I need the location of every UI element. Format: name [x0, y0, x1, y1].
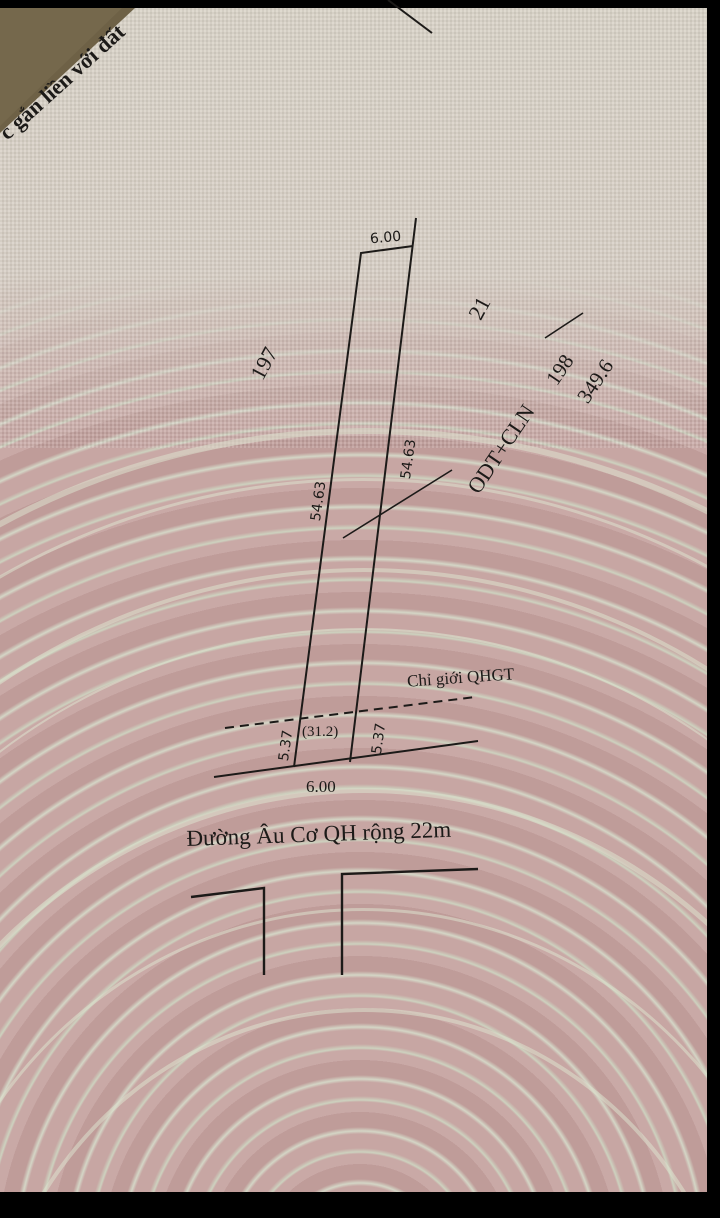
label-leader-line	[342, 469, 453, 539]
drum-pattern-ring	[0, 908, 707, 1192]
land-certificate-paper: c gắn liền với đất	[0, 8, 707, 1192]
photo-border-right	[707, 0, 720, 1218]
bottom-width-label: 6.00	[306, 777, 336, 796]
road-corner-right	[340, 867, 479, 975]
drum-pattern-ring	[0, 788, 707, 1192]
road-edge-line	[213, 740, 479, 778]
fraction-bar	[544, 312, 584, 339]
drum-pattern-ring	[0, 1008, 707, 1192]
setback-area-label: (31.2)	[302, 724, 339, 740]
drum-pattern-ring	[0, 568, 707, 1192]
road-corner-left	[190, 886, 266, 975]
table-surface-corner	[0, 8, 122, 126]
drum-pattern-ring	[0, 428, 707, 1192]
drum-pattern-ring	[0, 478, 707, 1192]
parcel-left-boundary	[293, 245, 414, 768]
photo-border-bottom	[0, 1192, 720, 1218]
planning-boundary-dashed-line	[224, 696, 476, 729]
top-width-label: 6.00	[369, 228, 402, 248]
top-edge-stroke	[387, 0, 433, 34]
drum-pattern-ring	[0, 628, 707, 1192]
parcel-right-boundary	[349, 217, 417, 763]
